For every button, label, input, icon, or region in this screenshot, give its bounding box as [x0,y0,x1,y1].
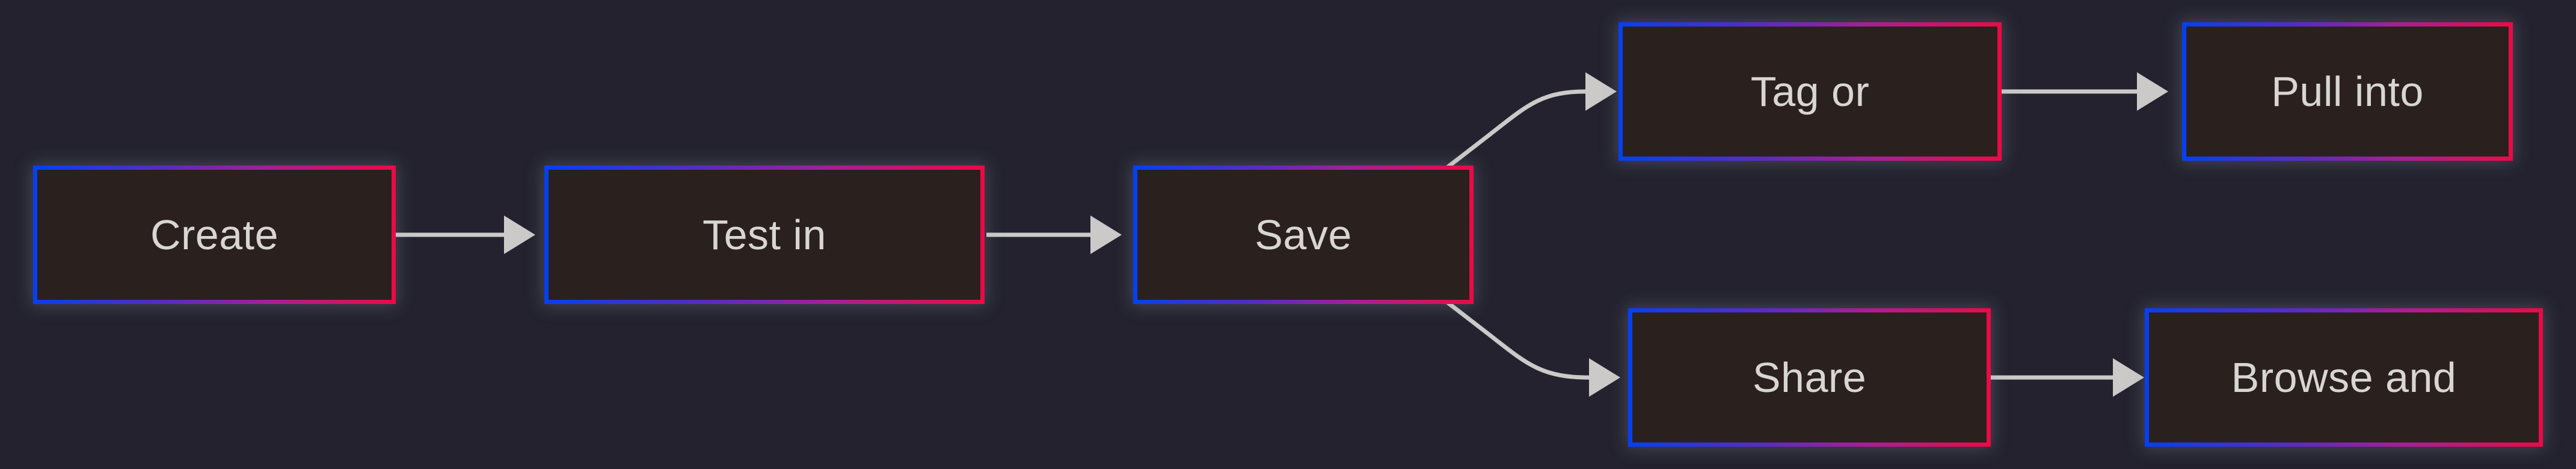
arrowhead-icon [2113,358,2144,397]
node-label: Save [1255,211,1352,258]
edge-save-share [1403,267,1590,380]
node-create-body: Create [37,170,392,300]
node-browse-and-body: Browse and [2149,312,2539,443]
node-label: Tag or [1750,68,1870,115]
arrowhead-icon [2137,72,2168,111]
edge-save-tag-or [1403,89,1586,202]
node-tag-or-body: Tag or [1623,26,1997,157]
node-pull-into[interactable]: Pull into [2182,22,2513,161]
node-tag-or[interactable]: Tag or [1618,22,2002,161]
node-save[interactable]: Save [1133,166,1474,304]
node-create[interactable]: Create [33,166,396,304]
node-browse-and[interactable]: Browse and [2145,308,2543,447]
node-pull-into-body: Pull into [2186,26,2509,157]
arrowhead-icon [504,216,535,254]
arrowhead-icon [1589,358,1620,397]
node-label: Browse and [2231,354,2457,401]
node-test-in-body: Test in [549,170,980,300]
node-share[interactable]: Share [1628,308,1991,447]
node-save-body: Save [1137,170,1469,300]
node-label: Pull into [2271,68,2424,115]
arrowhead-icon [1585,72,1617,111]
node-label: Create [150,211,279,258]
node-label: Share [1752,354,1867,401]
node-label: Test in [702,211,826,258]
node-test-in[interactable]: Test in [544,166,985,304]
arrowhead-icon [1090,216,1122,254]
node-share-body: Share [1632,312,1987,443]
